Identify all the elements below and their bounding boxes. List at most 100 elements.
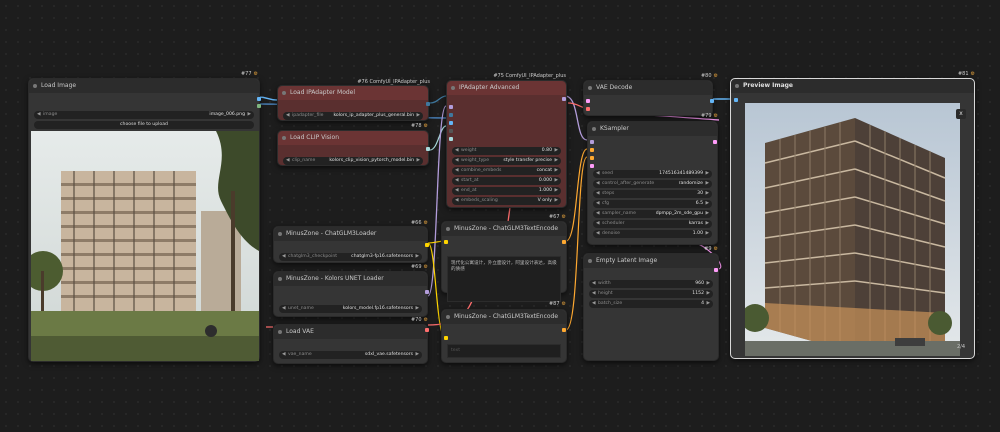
- negative-prompt-textarea[interactable]: text: [447, 344, 561, 358]
- negative-input-slot[interactable]: [590, 156, 594, 160]
- collapse-dot-icon[interactable]: [278, 277, 282, 281]
- collapse-dot-icon[interactable]: [588, 86, 592, 90]
- clip-vision-input-slot[interactable]: [449, 137, 453, 141]
- arrow-left-icon[interactable]: ◀: [282, 352, 286, 357]
- collapse-dot-icon[interactable]: [282, 136, 286, 140]
- load-clip-vision-node[interactable]: Load CLIP Vision ◀ clip_name kolors_clip…: [277, 130, 430, 166]
- ipadapter-input-slot[interactable]: [449, 113, 453, 117]
- image-negative-input-slot[interactable]: [449, 129, 453, 133]
- chatglm3-output-slot[interactable]: [425, 243, 429, 247]
- arrow-right-icon[interactable]: ▶: [416, 158, 420, 163]
- generated-image-preview[interactable]: [745, 103, 960, 356]
- chatglm3-loader-node[interactable]: MinusZone - ChatGLM3Loader ◀ chatglm3_ch…: [273, 226, 429, 263]
- ipadapter-output-slot[interactable]: [426, 102, 430, 106]
- arrow-right-icon[interactable]: ▶: [415, 306, 419, 311]
- collapse-dot-icon[interactable]: [33, 84, 37, 88]
- collapse-dot-icon[interactable]: [451, 86, 455, 90]
- clip-vision-output-slot[interactable]: [426, 147, 430, 151]
- mask-output-slot[interactable]: [257, 104, 261, 108]
- latent-input-slot[interactable]: [590, 164, 594, 168]
- vae-decode-node[interactable]: VAE Decode: [583, 80, 714, 116]
- arrow-left-icon[interactable]: ◀: [282, 306, 286, 311]
- chatglm3-text-encode-positive-node[interactable]: MinusZone - ChatGLM3TextEncode 现代化公寓设计，外…: [441, 221, 567, 302]
- latent-output-slot[interactable]: [713, 140, 717, 144]
- collapse-dot-icon[interactable]: [588, 259, 592, 263]
- vae-input-slot[interactable]: [586, 107, 590, 111]
- model-input-slot[interactable]: [449, 105, 453, 109]
- images-input-slot[interactable]: [734, 98, 738, 102]
- chatglm3-text-encode-negative-node[interactable]: MinusZone - ChatGLM3TextEncode text: [441, 309, 567, 363]
- load-vae-node[interactable]: Load VAE ◀ vae_name sdxl_vae.safetensors…: [273, 324, 429, 364]
- collapse-dot-icon[interactable]: [282, 91, 286, 95]
- ipadapter-input-slots: [447, 95, 566, 145]
- arrow-left-icon[interactable]: ◀: [286, 158, 290, 163]
- node-id-text-encode-positive: #67⚙: [548, 214, 566, 220]
- image-combo[interactable]: ◀ image image_006.png ▶: [34, 111, 254, 119]
- conditioning-output-slot[interactable]: [562, 240, 566, 244]
- collapse-dot-icon[interactable]: [735, 84, 739, 88]
- arrow-left-icon[interactable]: ◀: [286, 113, 290, 118]
- collapse-dot-icon[interactable]: [446, 227, 450, 231]
- image-input-slot[interactable]: [449, 121, 453, 125]
- vae-output-slot[interactable]: [425, 328, 429, 332]
- arrow-left-icon[interactable]: ◀: [282, 254, 286, 259]
- node-id-vae-decode: #80⚙: [700, 73, 718, 79]
- arrow-left-icon[interactable]: ◀: [37, 112, 41, 117]
- vae-name-combo[interactable]: ◀ vae_name sdxl_vae.safetensors ▶: [279, 351, 422, 359]
- node-id-text-encode-negative: #87⚙: [548, 301, 566, 307]
- chatglm3-input-slot[interactable]: [444, 336, 448, 340]
- model-input-slot[interactable]: [590, 140, 594, 144]
- load-ipadapter-model-node[interactable]: Load IPAdapter Model ◀ ipadapter_file ko…: [277, 85, 430, 121]
- node-title: Load Image: [29, 79, 259, 93]
- conditioning-output-slot[interactable]: [562, 328, 566, 332]
- arrow-right-icon[interactable]: ▶: [247, 112, 251, 117]
- image-output-slot[interactable]: [257, 97, 261, 101]
- arrow-right-icon[interactable]: ▶: [415, 254, 419, 259]
- arrow-right-icon[interactable]: ▶: [415, 352, 419, 357]
- upload-button[interactable]: choose file to upload: [34, 121, 254, 129]
- ipadapter-file-combo[interactable]: ◀ ipadapter_file kolors_ip_adapter_plus_…: [283, 112, 423, 120]
- node-id-ipadapter-advanced: #75 ComfyUI_IPAdapter_plus: [493, 73, 566, 79]
- ksampler-input-slots: [588, 136, 717, 168]
- kolors-unet-loader-node[interactable]: MinusZone - Kolors UNET Loader ◀ unet_na…: [273, 271, 429, 317]
- unet-name-combo[interactable]: ◀ unet_name kolors_model.fp16.safetensor…: [279, 305, 422, 313]
- preview-image-node[interactable]: Preview Image: [730, 78, 975, 359]
- chatglm3-input-slot[interactable]: [444, 240, 448, 244]
- positive-input-slot[interactable]: [590, 148, 594, 152]
- collapse-dot-icon[interactable]: [278, 232, 282, 236]
- load-image-node[interactable]: Load Image ◀ image image_006.png ▶ choos…: [28, 78, 261, 362]
- prompt-textarea[interactable]: 现代化公寓设计，外立面设计，阿里设计表达，高级的质感: [447, 256, 561, 302]
- latent-output-slot[interactable]: [714, 268, 718, 272]
- model-output-slot[interactable]: [425, 290, 429, 294]
- samples-input-slot[interactable]: [586, 99, 590, 103]
- node-id-load-vae: #70⚙: [410, 317, 428, 323]
- clip-name-combo[interactable]: ◀ clip_name kolors_clip_vision_pytorch_m…: [283, 157, 423, 165]
- arrow-right-icon[interactable]: ▶: [416, 113, 420, 118]
- collapse-dot-icon[interactable]: [592, 127, 596, 131]
- model-output-slot[interactable]: [562, 97, 566, 101]
- chatglm3-checkpoint-combo[interactable]: ◀ chatglm3_checkpoint chatglm3-fp16.safe…: [279, 253, 422, 261]
- image-output-slot[interactable]: [710, 99, 714, 103]
- collapse-dot-icon[interactable]: [446, 315, 450, 319]
- collapse-dot-icon[interactable]: [278, 330, 282, 334]
- close-preview-button[interactable]: x: [956, 109, 966, 119]
